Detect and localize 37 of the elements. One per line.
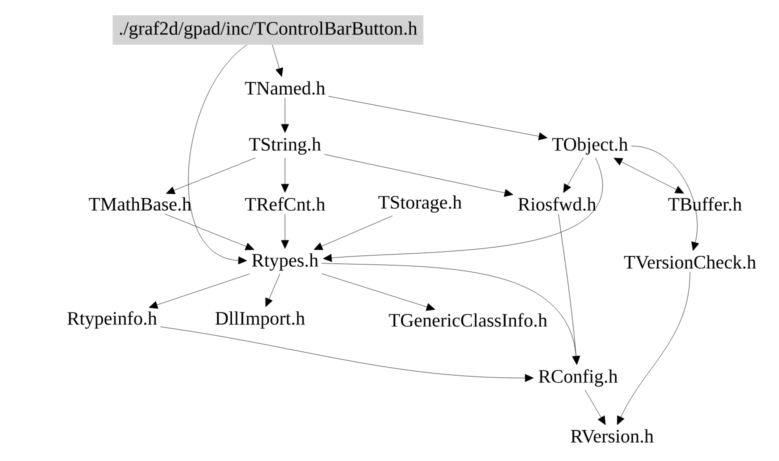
arrow xyxy=(631,146,700,251)
file-label: TString.h xyxy=(249,137,321,155)
arrow xyxy=(164,214,254,250)
arrow xyxy=(328,96,548,140)
file-label: TGenericClassInfo.h xyxy=(388,313,548,327)
arrow xyxy=(281,158,289,193)
arrow xyxy=(323,158,603,262)
file-label: TVersionCheck.h xyxy=(624,255,756,269)
arrow xyxy=(324,154,514,197)
arrow xyxy=(148,274,250,309)
arrow xyxy=(322,273,436,311)
arrow xyxy=(322,263,580,365)
file-label: RConfig.h xyxy=(538,369,618,387)
file-label: RVersion.h xyxy=(570,429,654,443)
file-label: DllImport.h xyxy=(215,311,305,329)
arrow xyxy=(265,274,280,308)
arrow xyxy=(281,98,289,133)
arrow xyxy=(314,216,393,250)
arrow xyxy=(272,44,284,77)
file-label: Rtypeinfo.h xyxy=(67,311,157,329)
arrow xyxy=(188,44,247,264)
file-label: Riosfwd.h xyxy=(518,197,596,211)
file-label: Rtypes.h xyxy=(252,253,318,271)
file-label: TRefCnt.h xyxy=(244,197,326,211)
arrow xyxy=(584,390,606,425)
file-label: TMathBase.h xyxy=(88,197,192,211)
file-label: TBuffer.h xyxy=(668,197,742,211)
arrow xyxy=(166,158,256,194)
file-box: ./graf2d/gpad/inc/TControlBarButton.h xyxy=(112,15,424,45)
file-label: TNamed.h xyxy=(245,81,326,95)
arrow xyxy=(281,214,289,249)
arrow xyxy=(563,158,584,193)
arrow xyxy=(160,326,534,382)
arrow xyxy=(614,158,684,194)
file-label: TStorage.h xyxy=(378,195,462,213)
file-label: TObject.h xyxy=(552,137,628,155)
arrow xyxy=(617,272,690,425)
